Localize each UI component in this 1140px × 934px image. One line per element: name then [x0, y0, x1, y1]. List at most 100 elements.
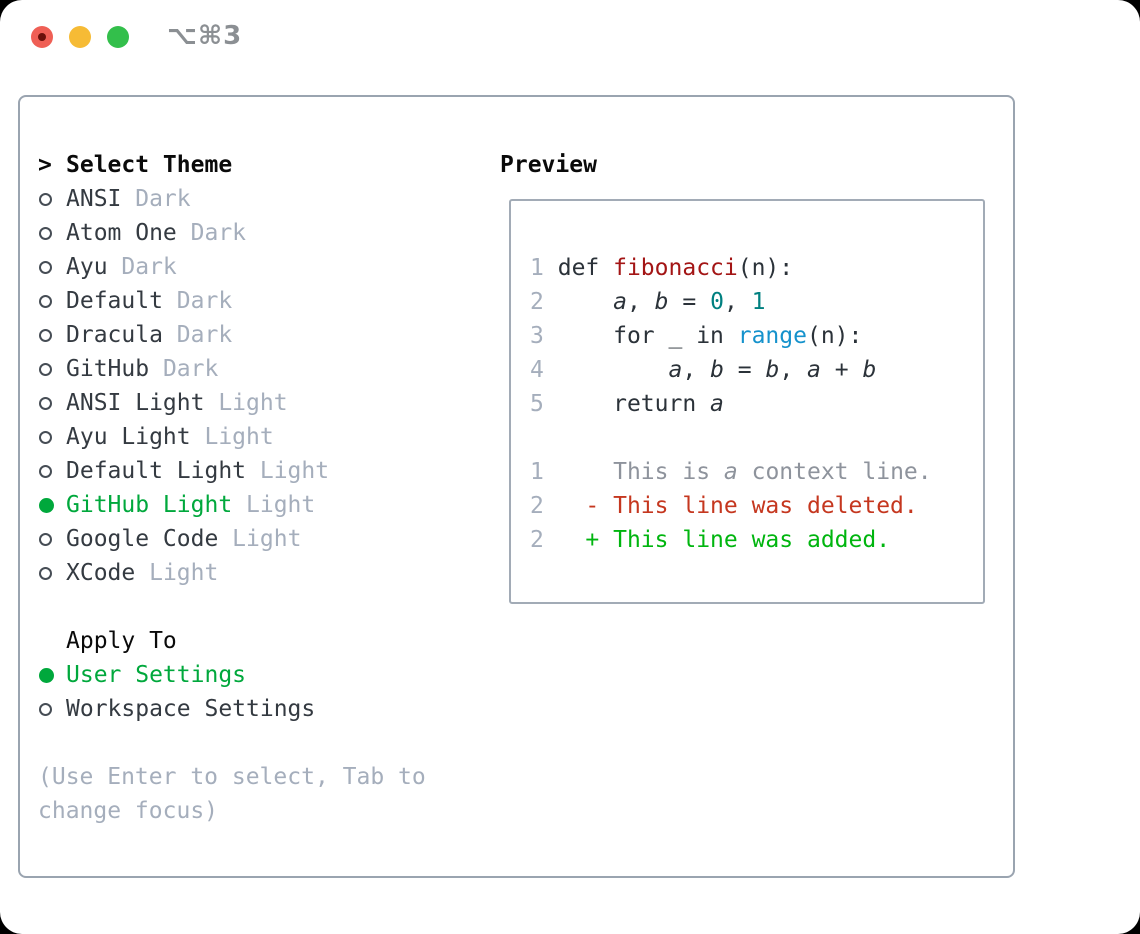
code-token: a	[613, 289, 627, 315]
theme-name: ANSI Light	[66, 390, 205, 416]
code-token: ,	[682, 357, 711, 383]
code-token: (n):	[737, 255, 794, 281]
apply-option-user-settings[interactable]: User Settings	[38, 658, 426, 692]
line-number: 1	[530, 459, 544, 485]
theme-option-github-light[interactable]: GitHub Light Light	[38, 488, 426, 522]
code-token: a	[723, 459, 738, 485]
code-line: 2 a, b = 0, 1	[530, 285, 983, 319]
code-token: b	[654, 289, 669, 315]
code-token: context line.	[737, 459, 932, 485]
apply-to-title: Apply To	[66, 628, 177, 654]
radio-unselected-icon	[38, 396, 66, 410]
theme-option-default-light[interactable]: Default Light Light	[38, 454, 426, 488]
titlebar: ⌥⌘3	[0, 0, 1140, 75]
line-number: 1	[530, 255, 544, 281]
theme-option-ansi[interactable]: ANSI Dark	[38, 182, 426, 216]
theme-variant: Light	[190, 424, 274, 450]
theme-option-github[interactable]: GitHub Dark	[38, 352, 426, 386]
theme-list-title: Select Theme	[66, 152, 233, 178]
theme-name: Atom One	[66, 220, 177, 246]
theme-name: Google Code	[66, 526, 219, 552]
theme-option-ansi-light[interactable]: ANSI Light Light	[38, 386, 426, 420]
theme-option-ayu[interactable]: Ayu Dark	[38, 250, 426, 284]
theme-name: XCode	[66, 560, 136, 586]
radio-unselected-icon	[38, 260, 66, 274]
code-token: a	[807, 357, 821, 383]
line-number: 5	[530, 391, 544, 417]
theme-option-dracula[interactable]: Dracula Dark	[38, 318, 426, 352]
theme-name: Dracula	[66, 322, 163, 348]
theme-variant: Dark	[149, 356, 219, 382]
code-line: 4 a, b = b, a + b	[530, 353, 983, 387]
code-line: 5 return a	[530, 387, 983, 421]
code-token: def	[557, 255, 614, 281]
theme-variant: Dark	[107, 254, 177, 280]
hint-text: (Use Enter to select, Tab to	[38, 764, 426, 790]
radio-selected-icon	[38, 497, 66, 513]
minimize-button[interactable]	[69, 26, 91, 48]
code-token: (n):	[806, 323, 863, 349]
code-line: 2 + This line was added.	[530, 523, 983, 557]
close-dot-icon	[38, 33, 46, 41]
hint-line-1: (Use Enter to select, Tab to	[38, 760, 426, 794]
theme-name: ANSI	[66, 186, 122, 212]
code-token: + This line was added.	[557, 527, 891, 553]
hint-line-2: change focus)	[38, 794, 426, 828]
code-token: range	[737, 323, 807, 349]
code-token: fibonacci	[613, 255, 738, 281]
maximize-button[interactable]	[107, 26, 129, 48]
radio-unselected-icon	[38, 532, 66, 546]
code-token: =	[668, 289, 711, 315]
line-number: 3	[530, 323, 544, 349]
theme-option-atom-one[interactable]: Atom One Dark	[38, 216, 426, 250]
theme-variant: Light	[218, 526, 302, 552]
code-token: ,	[723, 289, 752, 315]
spacer-row	[38, 726, 426, 760]
radio-unselected-icon	[38, 464, 66, 478]
apply-option-label: Workspace Settings	[66, 696, 316, 722]
code-token: +	[820, 357, 863, 383]
code-token: =	[723, 357, 766, 383]
theme-variant: Dark	[176, 220, 247, 246]
theme-name: Ayu	[66, 254, 108, 280]
close-button[interactable]	[31, 26, 53, 48]
code-token	[558, 357, 669, 383]
theme-option-xcode[interactable]: XCode Light	[38, 556, 426, 590]
radio-unselected-icon	[38, 294, 66, 308]
theme-variant: Dark	[162, 288, 233, 314]
radio-unselected-icon	[38, 362, 66, 376]
theme-variant: Light	[232, 492, 316, 518]
apply-to-header: Apply To	[38, 624, 426, 658]
theme-name: GitHub Light	[66, 492, 233, 518]
code-token: b	[862, 357, 877, 383]
code-line: 1 def fibonacci(n):	[530, 251, 983, 285]
code-line: 3 for _ in range(n):	[530, 319, 983, 353]
theme-option-default[interactable]: Default Dark	[38, 284, 426, 318]
radio-unselected-icon	[38, 566, 66, 580]
spacer-row	[38, 590, 426, 624]
theme-variant: Dark	[162, 322, 233, 348]
theme-variant: Light	[135, 560, 219, 586]
theme-option-google-code[interactable]: Google Code Light	[38, 522, 426, 556]
theme-option-ayu-light[interactable]: Ayu Light Light	[38, 420, 426, 454]
radio-unselected-icon	[38, 192, 66, 206]
code-blank-line	[530, 421, 983, 455]
code-line: 2 - This line was deleted.	[530, 489, 983, 523]
code-token	[558, 289, 613, 315]
theme-variant: Light	[246, 458, 330, 484]
line-number: 2	[530, 527, 544, 553]
window-title: ⌥⌘3	[167, 21, 243, 51]
apply-option-workspace-settings[interactable]: Workspace Settings	[38, 692, 426, 726]
radio-unselected-icon	[38, 702, 66, 716]
code-token: return	[557, 391, 711, 417]
radio-unselected-icon	[38, 430, 66, 444]
line-number: 2	[530, 289, 544, 315]
code-token: 1	[751, 289, 766, 315]
theme-name: Ayu Light	[66, 424, 191, 450]
line-number: 2	[530, 493, 544, 519]
code-token: b	[710, 357, 724, 383]
